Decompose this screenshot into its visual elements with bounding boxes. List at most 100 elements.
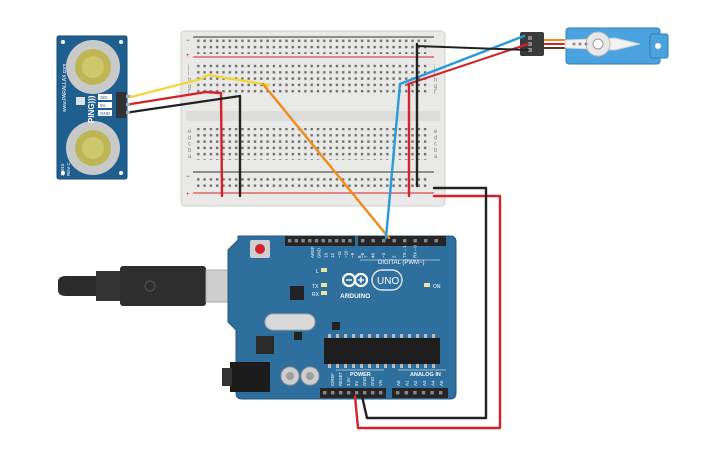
header-hole[interactable] <box>371 391 375 395</box>
arduino-logo: ARDUINO UNO <box>340 269 403 300</box>
row-label: h <box>434 78 437 84</box>
chip-pin <box>408 364 411 368</box>
header-hole[interactable] <box>288 239 292 243</box>
header-hole[interactable] <box>430 391 434 395</box>
header-hole[interactable] <box>434 239 438 243</box>
row-label: d <box>188 135 191 141</box>
row-label: b <box>188 148 192 154</box>
header-hole[interactable] <box>314 239 319 243</box>
chip-pin <box>368 364 371 368</box>
bottom-power-rail: − + <box>186 171 434 198</box>
digital-pin-label: 4 <box>371 255 376 258</box>
analog-pin-label: A0 <box>396 380 401 386</box>
analog-pin-label: A3 <box>422 380 427 386</box>
header-hole[interactable] <box>413 239 417 243</box>
wire-servo-red[interactable] <box>407 43 529 85</box>
header-hole[interactable] <box>339 391 343 395</box>
chip-pin <box>392 364 395 368</box>
digital-label: DIGITAL (PWM~) <box>378 260 425 266</box>
top-power-rail: − + <box>186 36 434 59</box>
led-on-label: ON <box>433 284 441 290</box>
svg-text:−: − <box>186 38 190 44</box>
digital-pin-label: ~11 <box>337 250 342 258</box>
digital-pin-label: ~6 <box>370 252 375 258</box>
power-pin-label: 3.3V <box>346 377 351 386</box>
header-hole[interactable] <box>328 239 332 243</box>
ping-ultrasonic-sensor[interactable]: www.PARALLAX.com PING))) 28015 REV C SIG… <box>56 35 131 180</box>
power-label: POWER <box>350 372 371 378</box>
row-label: i <box>188 71 189 77</box>
header-hole[interactable] <box>331 391 335 395</box>
sensor-code: 28015 <box>60 163 65 176</box>
row-label: b <box>434 148 438 154</box>
analog-pin-label: A4 <box>430 380 435 386</box>
header-hole[interactable] <box>348 239 352 243</box>
header-hole[interactable] <box>321 239 325 243</box>
row-label: a <box>188 154 192 160</box>
header-hole[interactable] <box>403 239 407 243</box>
wire-sig-yellow[interactable] <box>129 73 271 99</box>
power-pin-label: Vin <box>378 379 383 386</box>
wire-gnd-black[interactable] <box>129 94 242 198</box>
chip-pin <box>344 334 347 338</box>
header-hole[interactable] <box>347 391 351 395</box>
wire-5v-red[interactable] <box>129 90 224 198</box>
header-hole[interactable] <box>396 391 400 395</box>
chip-pin <box>424 364 427 368</box>
chip-pin <box>384 334 387 338</box>
header-hole[interactable] <box>363 391 367 395</box>
chip-pin <box>328 334 331 338</box>
chip-pin <box>392 334 395 338</box>
power-header <box>320 388 386 398</box>
wire-servo-blue[interactable] <box>384 34 526 240</box>
header-hole[interactable] <box>424 239 428 243</box>
servo-motor[interactable] <box>520 27 669 65</box>
header-hole[interactable] <box>421 391 426 395</box>
sensor-brand: www.PARALLAX.com <box>62 64 68 112</box>
header-hole[interactable] <box>404 391 408 395</box>
header-hole[interactable] <box>334 239 339 243</box>
sensor-pin-label-gnd: GND <box>100 111 111 116</box>
analog-pin-label: A5 <box>439 380 444 386</box>
chip-pin <box>384 364 387 368</box>
header-hole[interactable] <box>355 391 359 395</box>
row-label: j <box>187 65 189 71</box>
svg-text:−: − <box>186 174 190 180</box>
header-hole[interactable] <box>439 391 443 395</box>
arduino-logo-text: ARDUINO <box>340 293 370 300</box>
header-hole[interactable] <box>341 239 345 243</box>
sensor-rev: REV C <box>66 161 71 176</box>
chip-pin <box>344 364 347 368</box>
wire-signal-orange[interactable] <box>261 82 391 240</box>
chip-pin <box>400 334 403 338</box>
row-label: a <box>434 154 438 160</box>
header-hole[interactable] <box>323 391 327 395</box>
header-hole[interactable] <box>379 391 383 395</box>
row-label: j <box>433 65 435 71</box>
header-hole[interactable] <box>294 239 299 243</box>
chip-pin <box>352 364 355 368</box>
row-label: e <box>188 129 192 135</box>
header-hole[interactable] <box>301 239 305 243</box>
header-hole[interactable] <box>413 391 417 395</box>
sensor-pin-box <box>98 110 112 116</box>
header-hole[interactable] <box>361 239 365 243</box>
digital-pin-label: 12 <box>330 253 335 258</box>
digital-pin-label: 7 <box>364 255 369 258</box>
wire-5v-to-rail[interactable] <box>353 194 502 430</box>
header-hole[interactable] <box>382 239 386 243</box>
chip-pin <box>376 364 379 368</box>
header-hole[interactable] <box>392 239 396 243</box>
led-l-label: L <box>316 269 319 275</box>
row-label: h <box>188 78 191 84</box>
wire-gnd-to-rail[interactable] <box>360 186 488 420</box>
crystal <box>264 313 316 331</box>
chip-pin <box>360 364 363 368</box>
wire-servo-black[interactable] <box>416 45 529 51</box>
sensor-pin-label-sig: SIG <box>100 95 108 100</box>
header-hole[interactable] <box>308 239 312 243</box>
header-hole[interactable] <box>371 239 375 243</box>
